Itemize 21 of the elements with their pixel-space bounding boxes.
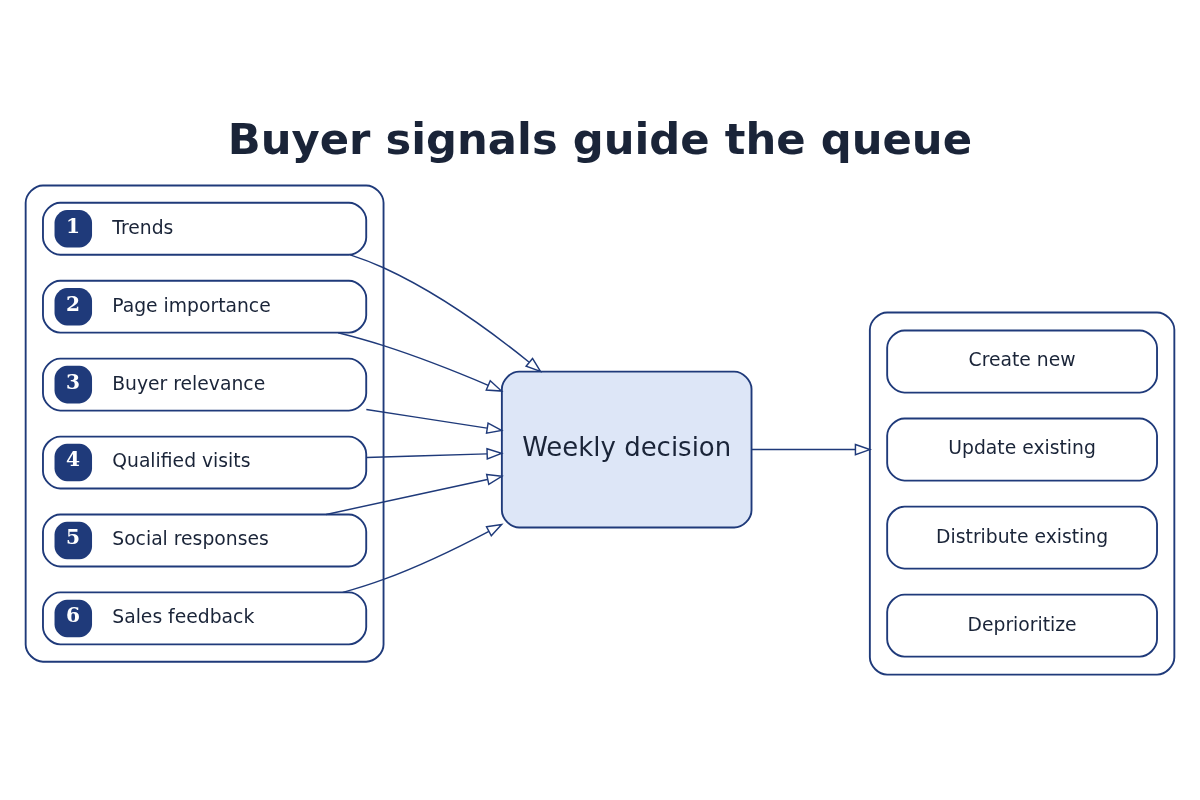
node-box: Weekly decision <box>500 370 753 528</box>
node-box: 5 Social responses <box>42 513 368 567</box>
arrow <box>337 331 504 392</box>
node-box: 4 Qualified visits <box>42 435 368 489</box>
arrow <box>325 473 504 515</box>
node-box: Deprioritize <box>886 593 1158 658</box>
node-box: Create new <box>886 329 1158 393</box>
diagram-title: Buyer signals guide the queue <box>227 113 973 164</box>
arrow <box>349 253 543 373</box>
node-box: 3 Buyer relevance <box>42 357 368 412</box>
arrow <box>751 443 873 456</box>
node-box: Update existing <box>886 417 1158 482</box>
arrow <box>365 408 504 434</box>
node-box: Distribute existing <box>886 505 1158 570</box>
cluster <box>24 184 385 663</box>
cluster <box>868 311 1176 676</box>
node-box: 1 Trends <box>42 201 368 256</box>
arrow <box>365 447 504 460</box>
arrow <box>342 522 504 593</box>
node-box: 6 Sales feedback <box>42 591 368 645</box>
node-box: 2 Page importance <box>42 279 368 334</box>
